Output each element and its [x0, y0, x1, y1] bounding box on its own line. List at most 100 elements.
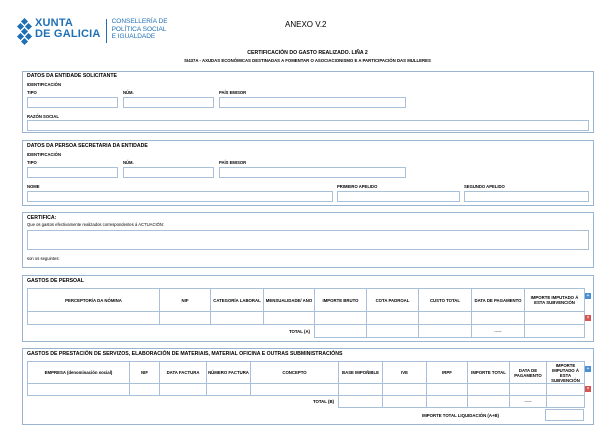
table-row: [27, 311, 585, 325]
secretaria-segundo-field[interactable]: [464, 191, 589, 202]
prestacion-total-dashes: -----: [509, 395, 547, 408]
section-persoal: [22, 275, 594, 342]
prestacion-total-label: TOTAL (B): [312, 399, 334, 405]
certifica-text: Que os gastos efectivamente realizados c…: [27, 222, 165, 227]
logo-line1: XUNTA: [35, 17, 74, 29]
table-cell[interactable]: [426, 383, 468, 396]
persoal-total-dashes: -----: [471, 324, 525, 338]
entidade-num-field[interactable]: [123, 97, 214, 108]
table-cell[interactable]: [338, 383, 383, 396]
prestacion-total-irpf: [426, 395, 468, 408]
logo-line2: DE GALICIA: [35, 28, 101, 40]
persoal-h-cota: COTA PADROAL: [366, 288, 419, 312]
certifica-footer: son os seguintes:: [27, 256, 60, 261]
prestacion-h-empresa: EMPRESA (denominación social): [27, 361, 130, 384]
prestacion-h-imputado: IMPORTE IMPUTADO Á ESTA SUBVENCIÓN: [546, 361, 585, 384]
actuacion-field[interactable]: [27, 230, 589, 250]
table-cell[interactable]: [382, 383, 427, 396]
persoal-total-bruto: [314, 324, 367, 338]
persoal-total-imputado: [524, 324, 585, 338]
prestacion-h-numero-factura: NÚMERO FACTURA: [206, 361, 251, 384]
table-cell[interactable]: [263, 311, 315, 325]
page-subtitle: SI437A - AXUDAS ECONÓMICAS DESTINADAS A …: [184, 58, 431, 63]
table-cell[interactable]: [418, 311, 472, 325]
persoal-h-perceptor: PERCEPTOR/A DA NÓMINA: [27, 288, 160, 312]
prestacion-header-row: EMPRESA (denominación social) NIF DATA F…: [27, 361, 585, 384]
xunta-emblem-icon: [16, 17, 33, 46]
entidade-razon-field[interactable]: [27, 120, 589, 131]
prestacion-h-irpf: IRPF: [426, 361, 468, 384]
persoal-h-data: DATA DE PAGAMENTO: [471, 288, 525, 312]
persoal-h-bruto: IMPORTE BRUTO: [314, 288, 367, 312]
add-row-icon[interactable]: +: [585, 366, 591, 372]
final-total-field: [545, 409, 584, 421]
table-cell[interactable]: [27, 311, 160, 325]
table-cell[interactable]: [509, 383, 547, 396]
table-cell[interactable]: [210, 311, 264, 325]
annex-label: ANEXO V.2: [285, 20, 327, 29]
secretaria-nome-label: NOME: [27, 184, 40, 189]
persoal-title: GASTOS DE PERSOAL: [27, 278, 84, 284]
table-cell[interactable]: [250, 383, 339, 396]
entidade-pais-field[interactable]: [219, 97, 406, 108]
page-title: CERTIFICACIÓN DO GASTO REALIZADO. LIÑA 2: [247, 50, 368, 56]
persoal-h-categoria: CATEGORÍA LABORAL: [210, 288, 264, 312]
logo-sub1: CONSELLERÍA DE: [111, 18, 168, 25]
table-row: [27, 383, 585, 396]
persoal-total-cota: [366, 324, 419, 338]
final-total-label: IMPORTE TOTAL LIQUIDACIÓN (A+B): [422, 413, 499, 418]
table-cell[interactable]: [27, 383, 130, 396]
secretaria-segundo-label: SEGUNDO APELIDO: [464, 184, 505, 189]
section-secretaria: [22, 140, 594, 206]
prestacion-total-row: TOTAL (B) -----: [28, 395, 585, 408]
delete-row-icon[interactable]: ×: [585, 386, 591, 392]
logo-sub3: E IGUALDADE: [111, 33, 156, 40]
section-prestacion: [22, 348, 594, 425]
entidade-num-label: NÚM.: [123, 90, 134, 95]
table-cell[interactable]: [159, 311, 211, 325]
table-cell[interactable]: [546, 383, 585, 396]
prestacion-h-data-factura: DATA FACTURA: [159, 361, 207, 384]
entidade-tipo-label: TIPO: [27, 90, 37, 95]
secretaria-tipo-field[interactable]: [27, 167, 118, 178]
persoal-h-custo: CUSTO TOTAL: [418, 288, 472, 312]
persoal-h-imputado: IMPORTE IMPUTADO Á ESTA SUBVENCIÓN: [524, 288, 585, 312]
table-cell[interactable]: [524, 311, 585, 325]
persoal-h-mensualidade: MENSUALIDADE/ ANO: [263, 288, 315, 312]
secretaria-primeiro-label: PRIMEIRO APELIDO: [337, 184, 378, 189]
table-cell[interactable]: [159, 383, 207, 396]
prestacion-total-importe: [467, 395, 510, 408]
entidade-pais-label: PAÍS EMISOR: [219, 90, 247, 95]
secretaria-tipo-label: TIPO: [27, 160, 37, 165]
entidade-identificacion-label: IDENTIFICACIÓN: [27, 82, 61, 87]
table-cell[interactable]: [129, 383, 160, 396]
delete-row-icon[interactable]: ×: [585, 315, 591, 321]
prestacion-h-nif: NIF: [129, 361, 160, 384]
prestacion-h-base: BASE IMPOÑIBLE: [338, 361, 383, 384]
secretaria-primeiro-field[interactable]: [337, 191, 460, 202]
persoal-table: PERCEPTOR/A DA NÓMINA NIF CATEGORÍA LABO…: [27, 288, 585, 338]
prestacion-total-imputado: [546, 395, 585, 408]
entidade-title: DATOS DA ENTIDADE SOLICITANTE: [27, 73, 118, 79]
secretaria-title: DATOS DA PERSOA SECRETARIA DA ENTIDADE: [27, 143, 148, 149]
entidade-tipo-field[interactable]: [27, 97, 118, 108]
secretaria-pais-label: PAÍS EMISOR: [219, 160, 247, 165]
table-cell[interactable]: [467, 383, 510, 396]
table-cell[interactable]: [314, 311, 367, 325]
table-cell[interactable]: [366, 311, 419, 325]
table-cell[interactable]: [206, 383, 251, 396]
prestacion-table: EMPRESA (denominación social) NIF DATA F…: [27, 361, 585, 408]
secretaria-pais-field[interactable]: [219, 167, 406, 178]
prestacion-h-ive: IVE: [382, 361, 427, 384]
secretaria-nome-field[interactable]: [27, 191, 333, 202]
certifica-title: CERTIFICA:: [27, 215, 57, 221]
prestacion-total-base: [338, 395, 383, 408]
section-certifica: [22, 212, 594, 268]
persoal-h-nif: NIF: [159, 288, 211, 312]
prestacion-title: GASTOS DE PRESTACIÓN DE SERVIZOS, ELABOR…: [27, 351, 343, 357]
table-cell[interactable]: [471, 311, 525, 325]
secretaria-num-field[interactable]: [123, 167, 214, 178]
xunta-logo: XUNTA DE GALICIA CONSELLERÍA DE POLÍTICA…: [16, 17, 168, 46]
add-row-icon[interactable]: +: [585, 293, 591, 299]
prestacion-total-ive: [382, 395, 427, 408]
